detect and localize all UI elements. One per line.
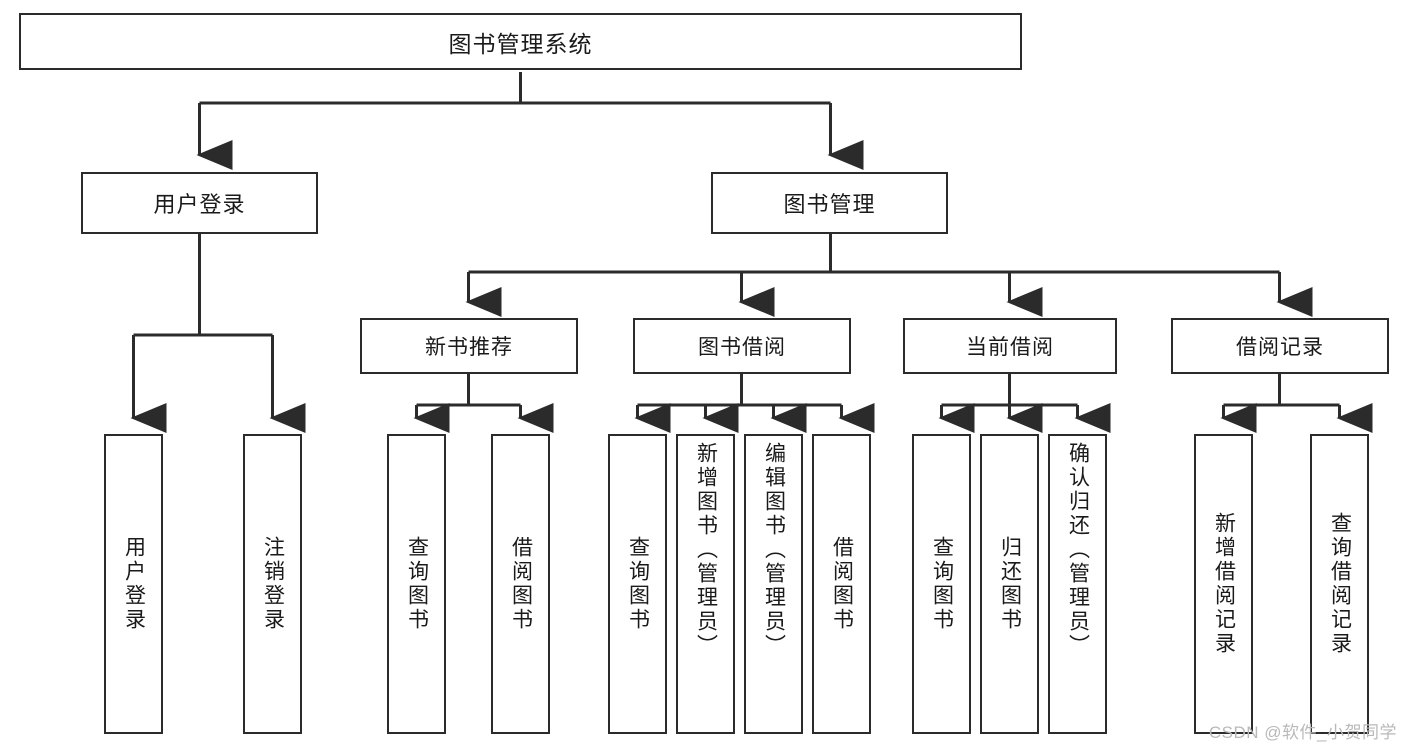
leaf-current-borrow-query-books[interactable]: 查询图书 bbox=[912, 434, 971, 734]
node-new-book-recommend-label: 新书推荐 bbox=[425, 336, 513, 359]
leaf-new-book-borrow-books[interactable]: 借阅图书 bbox=[491, 434, 550, 734]
node-current-borrow[interactable]: 当前借阅 bbox=[903, 318, 1117, 374]
node-current-borrow-label: 当前借阅 bbox=[966, 336, 1054, 359]
leaf-book-borrow-query-books[interactable]: 查询图书 bbox=[608, 434, 667, 734]
node-book-management-label: 图书管理 bbox=[783, 192, 876, 217]
node-book-borrow-label: 图书借阅 bbox=[698, 336, 786, 359]
leaf-user-login-signin[interactable]: 用户登录 bbox=[104, 434, 163, 734]
node-user-login[interactable]: 用户登录 bbox=[81, 172, 318, 234]
leaf-new-book-query-books[interactable]: 查询图书 bbox=[387, 434, 446, 734]
leaf-borrow-record-query-record-label: 查询借阅记录 bbox=[1328, 512, 1352, 656]
leaf-user-login-signin-label: 用户登录 bbox=[122, 536, 146, 632]
node-root-system[interactable]: 图书管理系统 bbox=[19, 13, 1022, 70]
node-borrow-record[interactable]: 借阅记录 bbox=[1171, 318, 1389, 374]
node-book-management[interactable]: 图书管理 bbox=[711, 172, 948, 234]
leaf-book-borrow-borrow-book-label: 借阅图书 bbox=[830, 536, 854, 632]
leaf-new-book-borrow-books-label: 借阅图书 bbox=[509, 536, 533, 632]
node-borrow-record-label: 借阅记录 bbox=[1236, 336, 1324, 359]
leaf-book-borrow-query-books-label: 查询图书 bbox=[626, 536, 650, 632]
node-new-book-recommend[interactable]: 新书推荐 bbox=[360, 318, 578, 374]
leaf-current-borrow-return-books-label: 归还图书 bbox=[998, 536, 1022, 632]
node-root-system-label: 图书管理系统 bbox=[448, 30, 593, 57]
leaf-book-borrow-edit-book-label: 编辑图书（管理员） bbox=[762, 442, 786, 658]
leaf-borrow-record-add-record-label: 新增借阅记录 bbox=[1212, 512, 1236, 656]
leaf-book-borrow-edit-book[interactable]: 编辑图书（管理员） bbox=[744, 434, 803, 734]
node-user-login-label: 用户登录 bbox=[153, 192, 246, 217]
leaf-user-login-signout[interactable]: 注销登录 bbox=[243, 434, 302, 734]
leaf-user-login-signout-label: 注销登录 bbox=[261, 536, 285, 632]
leaf-current-borrow-confirm-return[interactable]: 确认归还（管理员） bbox=[1048, 434, 1107, 734]
leaf-current-borrow-return-books[interactable]: 归还图书 bbox=[980, 434, 1039, 734]
csdn-watermark: CSDN @软件_小贺同学 bbox=[1208, 723, 1397, 742]
leaf-book-borrow-borrow-book[interactable]: 借阅图书 bbox=[812, 434, 871, 734]
leaf-new-book-query-books-label: 查询图书 bbox=[405, 536, 429, 632]
leaf-current-borrow-query-books-label: 查询图书 bbox=[930, 536, 954, 632]
node-book-borrow[interactable]: 图书借阅 bbox=[633, 318, 851, 374]
leaf-borrow-record-query-record[interactable]: 查询借阅记录 bbox=[1310, 434, 1369, 734]
leaf-book-borrow-add-book[interactable]: 新增图书（管理员） bbox=[676, 434, 735, 734]
leaf-current-borrow-confirm-return-label: 确认归还（管理员） bbox=[1066, 442, 1090, 658]
leaf-book-borrow-add-book-label: 新增图书（管理员） bbox=[694, 442, 718, 658]
leaf-borrow-record-add-record[interactable]: 新增借阅记录 bbox=[1194, 434, 1253, 734]
